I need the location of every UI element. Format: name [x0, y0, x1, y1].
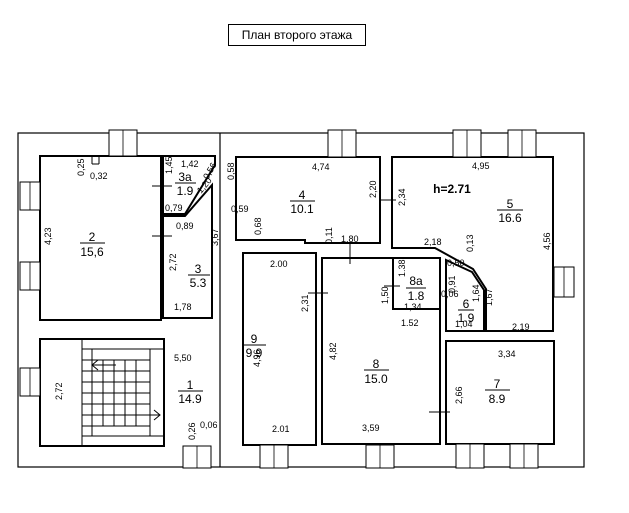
dimension-label: 2,20: [368, 180, 378, 198]
plan-title: План второго этажа: [228, 24, 366, 46]
dimension-label: 0,50: [447, 258, 465, 268]
room-3-area: 5.3: [190, 276, 207, 290]
dimension-label: 4,82: [328, 342, 338, 360]
dimension-label: 2,72: [54, 382, 64, 400]
room-9-area: 9.9: [246, 346, 263, 360]
staircase: [81, 339, 164, 446]
dimension-label: 1.52: [401, 318, 419, 328]
dimension-label: 1,80: [341, 234, 359, 244]
room-9-number: 9: [251, 332, 258, 346]
dimension-label: 4,56: [542, 232, 552, 250]
room-3a-number: 3а: [178, 170, 192, 184]
room-6-number: 6: [463, 297, 470, 311]
room-3-outline: [162, 182, 213, 319]
dimension-label: 0,68: [253, 217, 263, 235]
room-1-area: 14.9: [178, 392, 202, 406]
room-2-outline: [39, 155, 162, 321]
dimension-label: 0,06: [441, 289, 459, 299]
dimension-label: 0,58: [226, 162, 236, 180]
dimension-label: 4,23: [43, 227, 53, 245]
room-3a-area: 1.9: [177, 184, 194, 198]
dimension-label: 3,59: [362, 423, 380, 433]
room-8-area: 15.0: [364, 372, 388, 386]
door-marks: [91, 156, 450, 413]
dimension-label: 1,45: [164, 156, 174, 174]
room-5-number: 5: [507, 197, 514, 211]
room-6-outline: [445, 258, 485, 332]
dimension-label: 0,89: [176, 221, 194, 231]
dimension-label: 0,79: [165, 203, 183, 213]
building-outline: [17, 132, 585, 468]
room-8-outline: [321, 257, 441, 445]
dimension-label: 1.38: [397, 259, 407, 277]
room-1-number: 1: [187, 378, 194, 392]
dimension-label: 3,34: [498, 349, 516, 359]
dimension-label: 2,31: [300, 294, 310, 312]
room-8a-number: 8а: [409, 274, 423, 288]
room-4-area: 10.1: [290, 202, 314, 216]
dimension-label: 2,66: [454, 386, 464, 404]
room-3a-outline: [162, 155, 216, 215]
dimension-label: 2.01: [272, 424, 290, 434]
room-8a-outline: [392, 257, 441, 310]
room-4-number: 4: [299, 188, 306, 202]
room-2-area: 15,6: [80, 245, 104, 259]
dimension-label: 0,11: [324, 227, 334, 244]
dimension-label: 0,06: [200, 420, 218, 430]
room-8a-area: 1.8: [408, 289, 425, 303]
room-5-area: 16.6: [498, 211, 522, 225]
dimension-label: 3,67: [210, 228, 220, 246]
dimension-label: 1,67: [484, 288, 494, 306]
room-6-area: 1.9: [458, 311, 475, 325]
dimension-label: 4,96: [252, 349, 262, 367]
room-outlines: [39, 155, 555, 447]
dimension-label: 0,26: [187, 422, 197, 440]
dimension-label: 5,50: [174, 353, 192, 363]
dimension-label: 0,25: [76, 158, 86, 176]
dimension-label: 2,18: [424, 237, 442, 247]
dimension-label: 2,72: [168, 253, 178, 271]
dimension-label: 1,64: [471, 284, 481, 302]
room-3-number: 3: [195, 262, 202, 276]
dimension-label: 0,91: [447, 275, 457, 293]
room-5-outline: [391, 156, 554, 332]
dimension-label: 1,50: [380, 286, 390, 304]
room-7-area: 8.9: [489, 392, 506, 406]
room-7-number: 7: [494, 377, 501, 391]
room-7-outline: [445, 340, 555, 445]
dimension-label: 4,95: [472, 161, 490, 171]
dimension-label: 0,13: [465, 234, 475, 252]
dimension-label: 0,32: [90, 171, 108, 181]
dimension-label: 1,42: [181, 159, 199, 169]
dimension-label: 1,78: [174, 302, 192, 312]
dimension-label: 0,59: [231, 204, 249, 214]
dimension-label: 2,34: [397, 188, 407, 206]
dimension-label: 4,74: [312, 162, 330, 172]
dimension-label: 2.00: [270, 259, 288, 269]
ceiling-height-label: h=2.71: [433, 182, 471, 196]
dimension-label: 1,34: [404, 302, 422, 312]
dimension-label: 1,04: [455, 319, 473, 329]
room-4-outline: [235, 156, 381, 244]
dimension-label: 2,19: [512, 322, 530, 332]
room-8-number: 8: [373, 357, 380, 371]
room-2-number: 2: [89, 230, 96, 244]
